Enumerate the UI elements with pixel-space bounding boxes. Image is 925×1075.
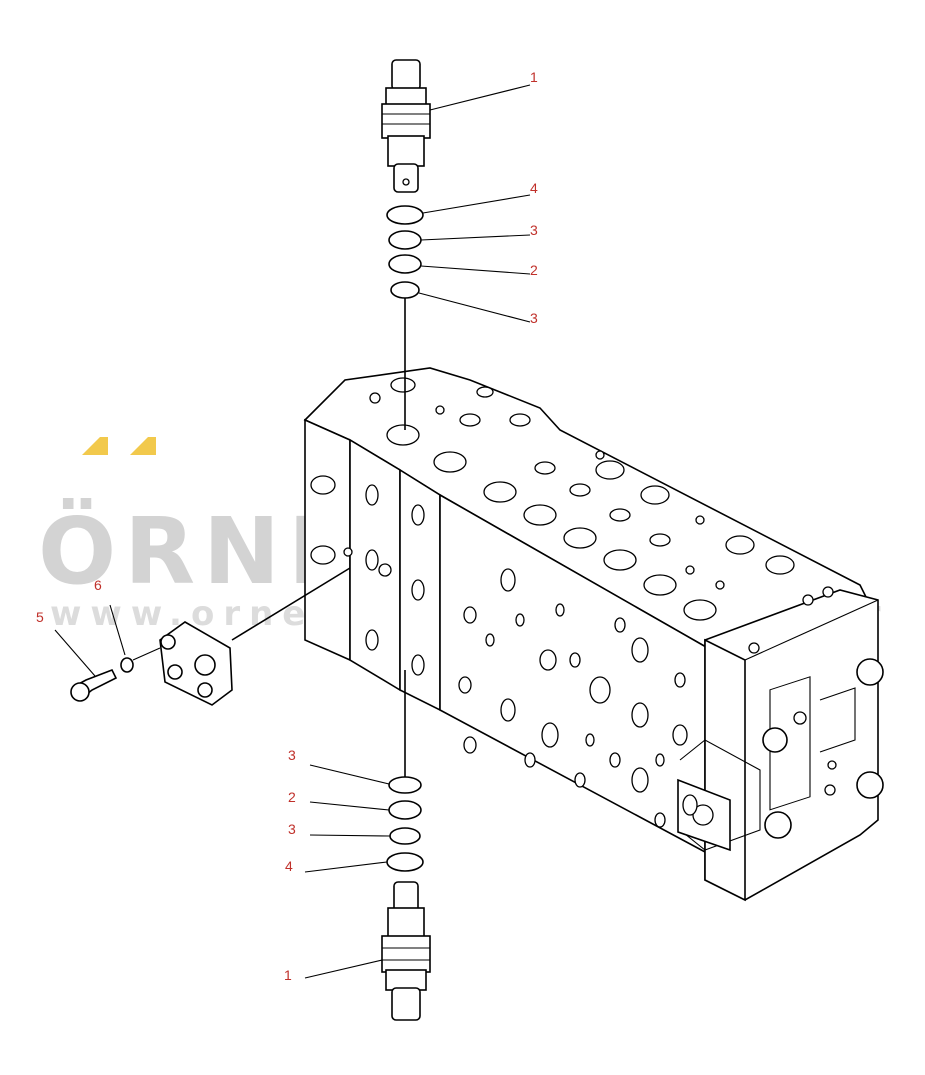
- top-seal-rings: [386, 205, 424, 299]
- bolt: [70, 668, 118, 702]
- callout-label: 4: [285, 858, 293, 874]
- side-cover: [159, 621, 233, 706]
- callout-label: 5: [36, 609, 44, 625]
- valve-block: [303, 367, 884, 902]
- callout-labels: 1 4 3 2 3 6 5 3 2 3 4 1: [36, 69, 538, 983]
- callout-label: 3: [530, 310, 538, 326]
- callout-label: 2: [530, 262, 538, 278]
- callout-label: 1: [284, 967, 292, 983]
- leader-lines: [54, 84, 531, 979]
- callout-label: 1: [530, 69, 538, 85]
- bottom-seal-rings: [386, 776, 424, 872]
- washer: [120, 657, 134, 673]
- callout-label: 3: [288, 747, 296, 763]
- end-bolts: [762, 658, 884, 839]
- watermark-accent-mark: [82, 437, 108, 455]
- callout-label: 6: [94, 577, 102, 593]
- top-valve-cartridge: [381, 59, 431, 193]
- watermark-accent-mark: [130, 437, 156, 455]
- bottom-valve-cartridge: [381, 881, 431, 1021]
- callout-label: 3: [530, 222, 538, 238]
- callout-label: 4: [530, 180, 538, 196]
- callout-label: 2: [288, 789, 296, 805]
- callout-label: 3: [288, 821, 296, 837]
